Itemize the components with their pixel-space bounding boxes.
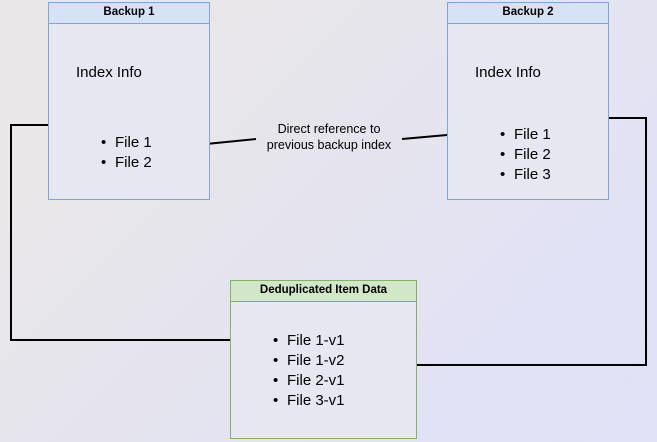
edge-label-direct-reference: Direct reference to previous backup inde… — [266, 122, 392, 152]
node-backup-2-item-list: File 1 File 2 File 3 — [500, 125, 551, 185]
node-backup-2[interactable]: Backup 2 Index Info File 1 File 2 File 3 — [447, 2, 609, 200]
node-deduplicated-item-list: File 1-v1 File 1-v2 File 2-v1 File 3-v1 — [273, 331, 345, 411]
node-deduplicated-item-data[interactable]: Deduplicated Item Data File 1-v1 File 1-… — [230, 280, 417, 439]
list-item: File 2 — [500, 145, 551, 165]
node-backup-1-header: Backup 1 — [49, 3, 209, 24]
list-item: File 3-v1 — [273, 391, 345, 411]
node-backup-1-item-list: File 1 File 2 — [101, 133, 152, 173]
list-item: File 3 — [500, 165, 551, 185]
list-item: File 2-v1 — [273, 371, 345, 391]
node-deduplicated-item-data-body: File 1-v1 File 1-v2 File 2-v1 File 3-v1 — [231, 302, 416, 438]
list-item: File 1 — [500, 125, 551, 145]
node-deduplicated-item-data-header: Deduplicated Item Data — [231, 281, 416, 302]
list-item: File 1-v2 — [273, 351, 345, 371]
list-item: File 2 — [101, 153, 152, 173]
list-item: File 1-v1 — [273, 331, 345, 351]
node-backup-1-body: Index Info File 1 File 2 — [49, 24, 209, 199]
node-backup-1[interactable]: Backup 1 Index Info File 1 File 2 — [48, 2, 210, 200]
node-backup-2-header: Backup 2 — [448, 3, 608, 24]
node-backup-2-body: Index Info File 1 File 2 File 3 — [448, 24, 608, 199]
node-backup-1-caption: Index Info — [76, 64, 142, 81]
list-item: File 1 — [101, 133, 152, 153]
node-backup-2-caption: Index Info — [475, 64, 541, 81]
